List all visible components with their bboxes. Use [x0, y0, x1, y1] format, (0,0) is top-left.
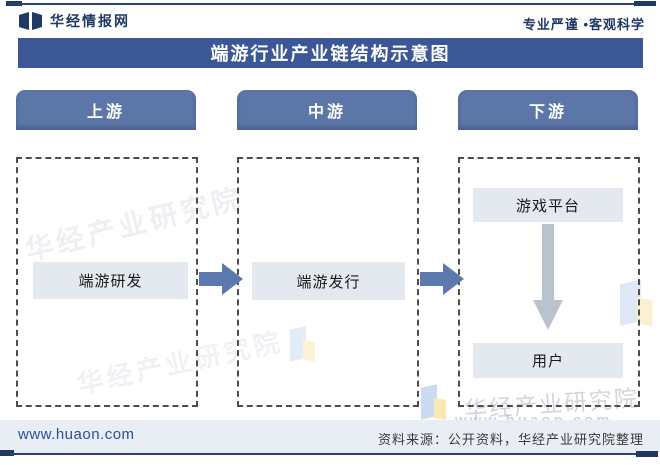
- node-game-platform: 游戏平台: [473, 188, 623, 222]
- bottom-border-stub-right: [636, 451, 658, 457]
- top-border-stub-right: [634, 1, 656, 6]
- brand: 华经情报网: [18, 11, 130, 31]
- column-header-midstream: 中游: [237, 90, 417, 130]
- arrow-right-icon: [420, 261, 464, 297]
- chart-title: 端游行业产业链结构示意图: [210, 44, 451, 64]
- slogan-text: 专业严谨 •客观科学: [522, 17, 645, 32]
- bottom-border-stub-left: [0, 450, 14, 456]
- node-game-development: 端游研发: [33, 262, 188, 299]
- huajing-book-logo-icon: [18, 11, 43, 31]
- chart-title-bar: 端游行业产业链结构示意图: [18, 38, 643, 68]
- brand-name: 华经情报网: [50, 13, 130, 29]
- column-header-upstream: 上游: [16, 90, 196, 130]
- node-user: 用户: [473, 343, 623, 378]
- arrow-down-icon: [531, 224, 565, 332]
- node-game-publishing: 端游发行: [252, 262, 405, 300]
- column-header-downstream: 下游: [458, 90, 638, 130]
- upstream-dashed-box: [16, 157, 198, 407]
- footer-website: www.huaon.com: [18, 426, 135, 443]
- arrow-right-icon: [199, 261, 243, 297]
- footer-band: [0, 420, 660, 453]
- top-border-line: [8, 3, 654, 5]
- footer-source-note: 资料来源：公开资料，华经产业研究院整理: [377, 432, 644, 447]
- bottom-border-line: [10, 453, 652, 455]
